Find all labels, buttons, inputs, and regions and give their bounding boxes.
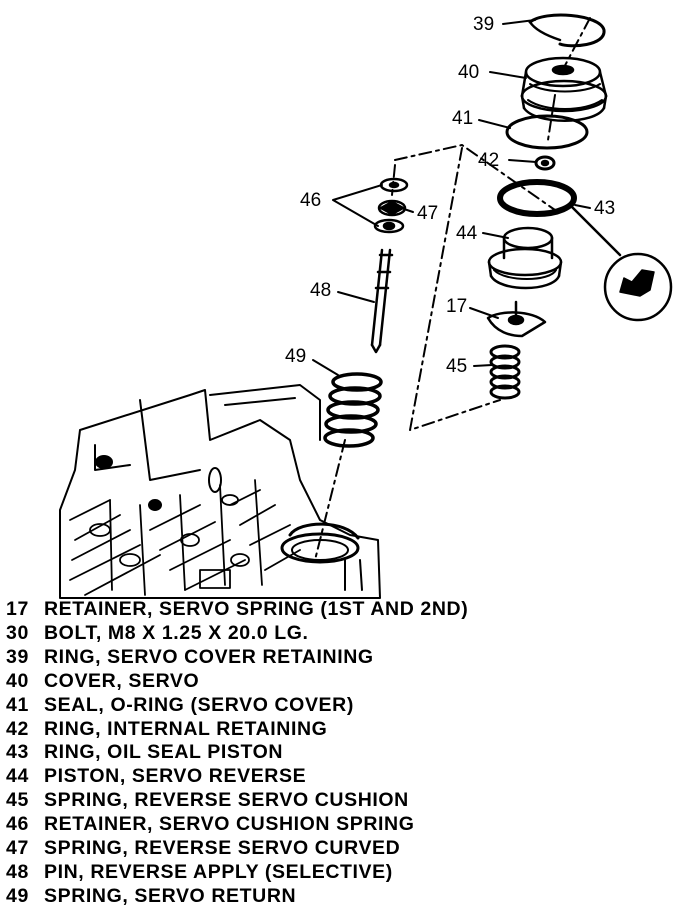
oil-seal-piston-ring xyxy=(497,179,577,217)
legend-row: 47 SPRING, REVERSE SERVO CURVED xyxy=(6,837,682,861)
transmission-case xyxy=(59,384,381,599)
legend-row: 41 SEAL, O-RING (SERVO COVER) xyxy=(6,694,682,718)
legend-number: 40 xyxy=(6,669,29,692)
legend-number: 43 xyxy=(6,741,29,764)
servo-cover xyxy=(520,56,608,122)
callout-45: 45 xyxy=(446,356,467,377)
legend-number: 45 xyxy=(6,789,29,812)
exploded-view-diagram: 39 40 41 42 43 44 17 45 46 47 48 49 xyxy=(59,13,673,599)
callout-48: 48 xyxy=(310,280,331,301)
legend-number: 30 xyxy=(6,621,29,644)
legend-description: RING, SERVO COVER RETAINING xyxy=(44,645,374,668)
legend-description: COVER, SERVO xyxy=(44,669,200,692)
callout-44: 44 xyxy=(456,223,478,244)
legend-row: 45 SPRING, REVERSE SERVO CUSHION xyxy=(6,789,682,813)
assembly-guide-lines xyxy=(314,17,591,561)
internal-retaining-ring xyxy=(534,155,556,171)
legend-number: 39 xyxy=(6,645,29,668)
callout-17: 17 xyxy=(446,296,467,317)
legend-number: 41 xyxy=(6,693,29,716)
legend-number: 42 xyxy=(6,717,29,740)
legend-row: 46 RETAINER, SERVO CUSHION SPRING xyxy=(6,813,682,837)
legend-number: 47 xyxy=(6,837,29,860)
parts-legend: 17 RETAINER, SERVO SPRING (1ST AND 2ND) 3… xyxy=(6,598,682,909)
cushion-spring-retainers xyxy=(373,177,409,234)
legend-number: 48 xyxy=(6,860,29,883)
legend-description: RING, OIL SEAL PISTON xyxy=(44,741,284,764)
legend-row: 44 PISTON, SERVO REVERSE xyxy=(6,765,682,789)
reverse-apply-pin xyxy=(370,248,394,354)
legend-description: BOLT, M8 X 1.25 X 20.0 LG. xyxy=(44,621,309,644)
legend-description: RETAINER, SERVO SPRING (1ST AND 2ND) xyxy=(44,598,469,620)
legend-row: 42 RING, INTERNAL RETAINING xyxy=(6,718,682,742)
o-ring-seal xyxy=(505,114,589,150)
legend-row: 43 RING, OIL SEAL PISTON xyxy=(6,741,682,765)
reverse-servo-cushion-spring xyxy=(489,344,521,400)
callout-42: 42 xyxy=(478,150,499,171)
legend-description: SPRING, REVERSE SERVO CUSHION xyxy=(44,789,409,812)
callout-46: 46 xyxy=(300,190,321,211)
callout-43: 43 xyxy=(594,198,615,219)
legend-description: SEAL, O-RING (SERVO COVER) xyxy=(44,693,354,716)
legend-row: 40 COVER, SERVO xyxy=(6,670,682,694)
case-detail-hatching xyxy=(69,479,301,596)
legend-row: 30 BOLT, M8 X 1.25 X 20.0 LG. xyxy=(6,622,682,646)
reverse-servo-piston xyxy=(487,226,563,290)
callout-47: 47 xyxy=(417,203,438,224)
callout-49: 49 xyxy=(285,346,306,367)
callout-39: 39 xyxy=(473,14,494,35)
legend-description: SPRING, SERVO RETURN xyxy=(44,884,297,907)
legend-description: SPRING, REVERSE SERVO CURVED xyxy=(44,837,401,860)
legend-number: 44 xyxy=(6,765,29,788)
legend-description: RETAINER, SERVO CUSHION SPRING xyxy=(44,813,415,836)
legend-number: 46 xyxy=(6,813,29,836)
callout-40: 40 xyxy=(458,62,479,83)
legend-number: 17 xyxy=(6,598,29,620)
callout-labels: 39 40 41 42 43 44 17 45 46 47 48 49 xyxy=(285,14,615,377)
leader-lines xyxy=(312,19,591,376)
servo-return-spring xyxy=(323,372,383,448)
legend-description: RING, INTERNAL RETAINING xyxy=(44,717,328,740)
legend-description: PIN, REVERSE APPLY (SELECTIVE) xyxy=(44,860,393,883)
legend-row: 39 RING, SERVO COVER RETAINING xyxy=(6,646,682,670)
seal-detail-callout xyxy=(568,203,673,322)
legend-number: 49 xyxy=(6,884,29,907)
legend-row: 49 SPRING, SERVO RETURN xyxy=(6,885,682,909)
servo-spring-retainer xyxy=(486,300,547,338)
legend-row: 17 RETAINER, SERVO SPRING (1ST AND 2ND) xyxy=(6,598,682,622)
legend-row: 48 PIN, REVERSE APPLY (SELECTIVE) xyxy=(6,861,682,885)
servo-cover-retaining-ring xyxy=(528,13,606,48)
callout-41: 41 xyxy=(452,108,473,129)
legend-description: PISTON, SERVO REVERSE xyxy=(44,765,307,788)
